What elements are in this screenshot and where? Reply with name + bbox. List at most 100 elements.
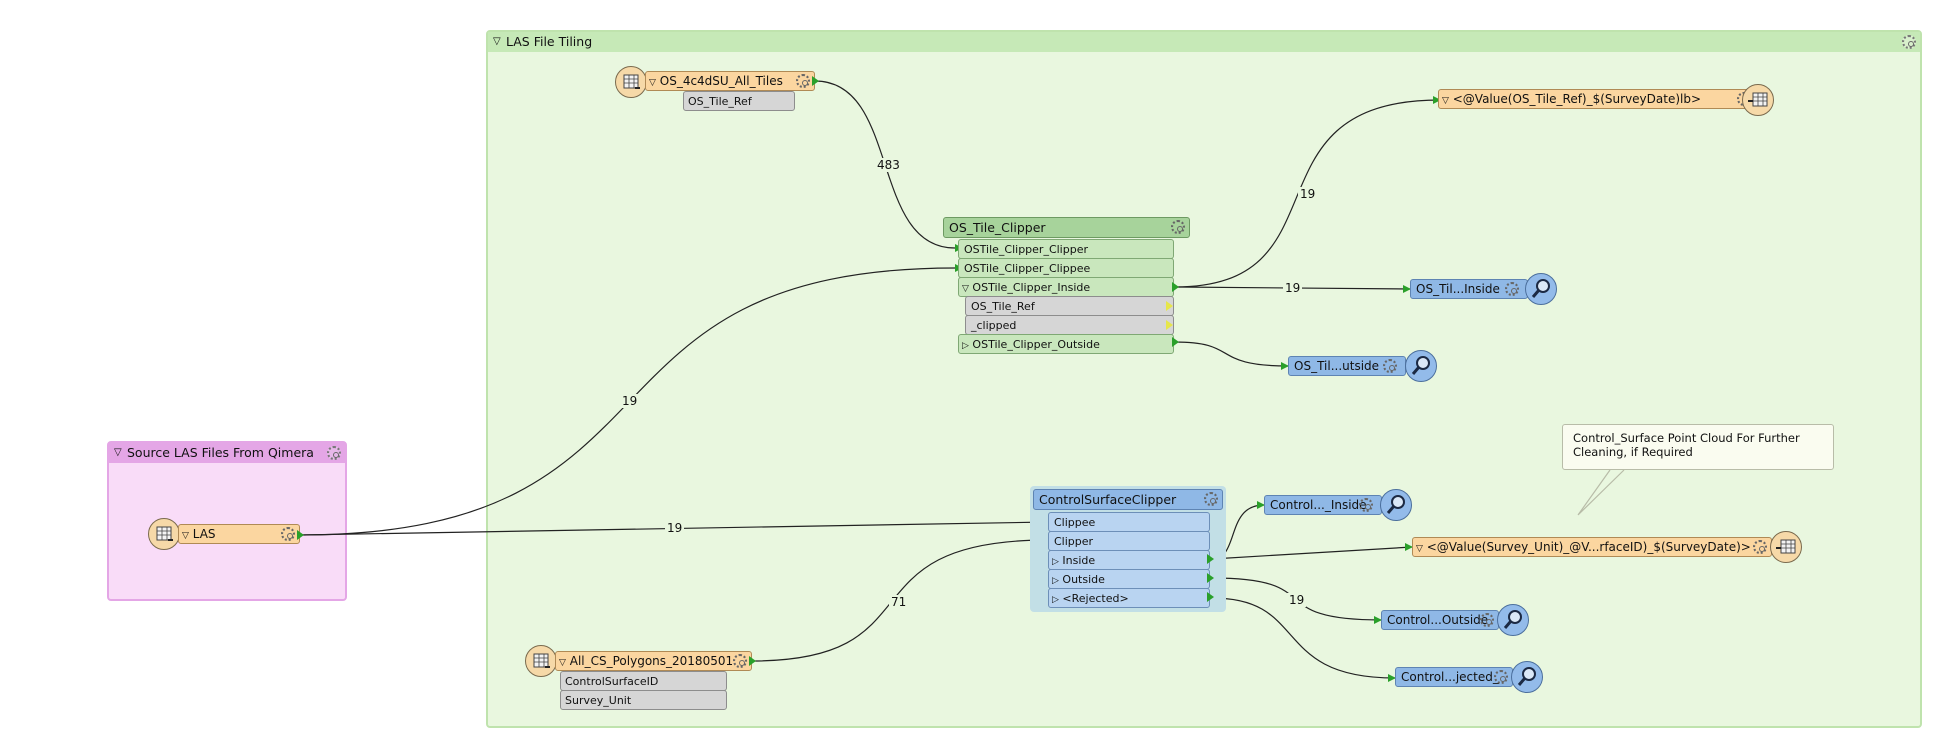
collapse-triangle-icon[interactable]: ▽ [1442, 96, 1449, 106]
output-port-rejected[interactable]: ▷ <Rejected> [1048, 588, 1210, 608]
collapse-triangle-icon[interactable]: ▽ [182, 531, 189, 541]
port-label: Clipper [1054, 535, 1094, 548]
writer-icon[interactable] [1770, 531, 1802, 563]
gear-icon[interactable] [1359, 498, 1373, 512]
output-port-icon[interactable] [749, 656, 756, 666]
output-port-icon[interactable] [1207, 592, 1214, 602]
annotation-line: Control_Surface Point Cloud For Further [1573, 431, 1800, 445]
reader-os-tiles[interactable]: ▽ OS_4c4dSU_All_Tiles [645, 71, 815, 91]
gear-icon[interactable] [1480, 613, 1494, 627]
table-icon [1776, 539, 1796, 554]
arrow-head [1374, 616, 1382, 624]
annotation-callout[interactable]: Control_Surface Point Cloud For Further … [1562, 424, 1834, 470]
input-port-clipper[interactable]: OSTile_Clipper_Clipper [958, 239, 1174, 259]
bookmark-header[interactable]: ▽ Source LAS Files From Qimera [109, 443, 345, 463]
magnifier-icon[interactable] [1511, 661, 1543, 693]
expand-triangle-icon[interactable]: ▷ [1052, 576, 1059, 586]
table-icon [533, 653, 550, 668]
magnifier-icon[interactable] [1525, 273, 1557, 305]
reader-las[interactable]: ▽ LAS [178, 524, 300, 544]
port-label: OSTile_Clipper_Outside [972, 338, 1100, 351]
gear-icon[interactable] [1204, 492, 1218, 506]
reader-icon[interactable] [148, 518, 180, 550]
collapse-triangle-icon[interactable]: ▽ [1416, 544, 1423, 554]
gear-icon[interactable] [1383, 359, 1397, 373]
input-port-clipper[interactable]: Clipper [1048, 531, 1210, 551]
output-port-icon[interactable] [1207, 573, 1214, 583]
collapse-triangle-icon[interactable]: ▽ [559, 658, 566, 668]
count-label: 483 [875, 158, 902, 172]
gear-icon[interactable] [1505, 282, 1519, 296]
inspector-os-outside[interactable]: OS_Til...utside [1288, 356, 1406, 376]
count-label: 19 [1287, 593, 1307, 607]
gear-icon[interactable] [281, 527, 295, 541]
output-port-outside[interactable]: ▷ Outside [1048, 569, 1210, 589]
input-port-clippee[interactable]: Clippee [1048, 512, 1210, 532]
table-icon [623, 74, 640, 89]
magnifier-icon[interactable] [1380, 489, 1412, 521]
collapse-triangle-icon[interactable]: ▽ [493, 36, 501, 47]
gear-icon[interactable] [1753, 540, 1767, 554]
output-port-inside[interactable]: ▷ Inside [1048, 550, 1210, 570]
magnifier-icon[interactable] [1497, 604, 1529, 636]
reader-attribute: OS_Tile_Ref [683, 91, 795, 111]
reader-cs-polygons[interactable]: ▽ All_CS_Polygons_20180501 [555, 651, 752, 671]
callout-pointer [1577, 469, 1625, 516]
output-port-icon[interactable] [1172, 282, 1179, 292]
arrow-head [1405, 543, 1413, 551]
inspector-name: Control..._Inside [1270, 498, 1367, 512]
reader-name: OS_4c4dSU_All_Tiles [659, 74, 783, 88]
gear-icon[interactable] [1494, 670, 1508, 684]
transformer-name: OS_Tile_Clipper [949, 220, 1046, 235]
inspector-name: Control...jected_ [1401, 670, 1499, 684]
output-port-icon[interactable] [297, 530, 304, 540]
collapse-triangle-icon[interactable]: ▽ [649, 78, 656, 88]
collapse-triangle-icon[interactable]: ▽ [114, 447, 122, 458]
writer-control-surface[interactable]: ▽ <@Value(Survey_Unit)_@V...rfaceID)_$(S… [1412, 537, 1772, 557]
inspector-cs-inside[interactable]: Control..._Inside [1264, 495, 1382, 515]
reader-icon[interactable] [615, 66, 647, 98]
output-port-icon[interactable] [812, 76, 819, 86]
gear-icon[interactable] [796, 74, 810, 88]
expand-triangle-icon[interactable]: ▷ [1052, 557, 1059, 567]
output-port-icon[interactable] [1207, 554, 1214, 564]
expand-triangle-icon[interactable]: ▷ [962, 341, 969, 351]
gear-icon[interactable] [1171, 220, 1185, 234]
gear-icon[interactable] [327, 446, 341, 460]
magnifier-icon[interactable] [1405, 350, 1437, 382]
gear-icon[interactable] [733, 654, 747, 668]
output-port-outside[interactable]: ▷ OSTile_Clipper_Outside [958, 334, 1174, 354]
writer-name: <@Value(OS_Tile_Ref)_$(SurveyDate)lb> [1452, 92, 1702, 106]
bookmark-title: Source LAS Files From Qimera [127, 445, 314, 460]
port-label: <Rejected> [1062, 592, 1129, 605]
writer-os-tiles[interactable]: ▽ <@Value(OS_Tile_Ref)_$(SurveyDate)lb> [1438, 89, 1756, 109]
expand-triangle-icon[interactable]: ▷ [1052, 595, 1059, 605]
port-label: Clippee [1054, 516, 1096, 529]
collapse-triangle-icon[interactable]: ▽ [962, 284, 969, 294]
inspector-cs-rejected[interactable]: Control...jected_ [1395, 667, 1513, 687]
transformer-control-surface-clipper[interactable]: ControlSurfaceClipper [1033, 489, 1223, 510]
inspector-os-inside[interactable]: OS_Til...Inside [1410, 279, 1528, 299]
inspector-name: OS_Til...Inside [1416, 282, 1500, 296]
output-port-icon[interactable] [1172, 337, 1179, 347]
transformer-os-tile-clipper[interactable]: OS_Tile_Clipper [943, 217, 1190, 238]
writer-icon[interactable] [1742, 84, 1774, 116]
port-label: Outside [1062, 573, 1105, 586]
count-label: 71 [889, 595, 909, 609]
annotation-line: Cleaning, if Required [1573, 445, 1693, 459]
bookmark-header[interactable]: ▽ LAS File Tiling [488, 32, 1920, 52]
inspector-cs-outside[interactable]: Control...Outside [1381, 610, 1499, 630]
gear-icon[interactable] [1902, 35, 1916, 49]
input-port-clippee[interactable]: OSTile_Clipper_Clippee [958, 258, 1174, 278]
output-port-inside[interactable]: ▽ OSTile_Clipper_Inside [958, 277, 1174, 297]
reader-icon[interactable] [525, 645, 557, 677]
attribute-port-icon[interactable] [1166, 301, 1173, 311]
bookmark-source-las[interactable]: ▽ Source LAS Files From Qimera [107, 441, 347, 601]
inspector-name: OS_Til...utside [1294, 359, 1380, 373]
arrow-head [1433, 96, 1441, 104]
writer-name: <@Value(Survey_Unit)_@V...rfaceID)_$(Sur… [1426, 540, 1751, 554]
count-label: 19 [620, 394, 640, 408]
reader-attribute: Survey_Unit [560, 690, 727, 710]
attribute-port-icon[interactable] [1166, 320, 1173, 330]
